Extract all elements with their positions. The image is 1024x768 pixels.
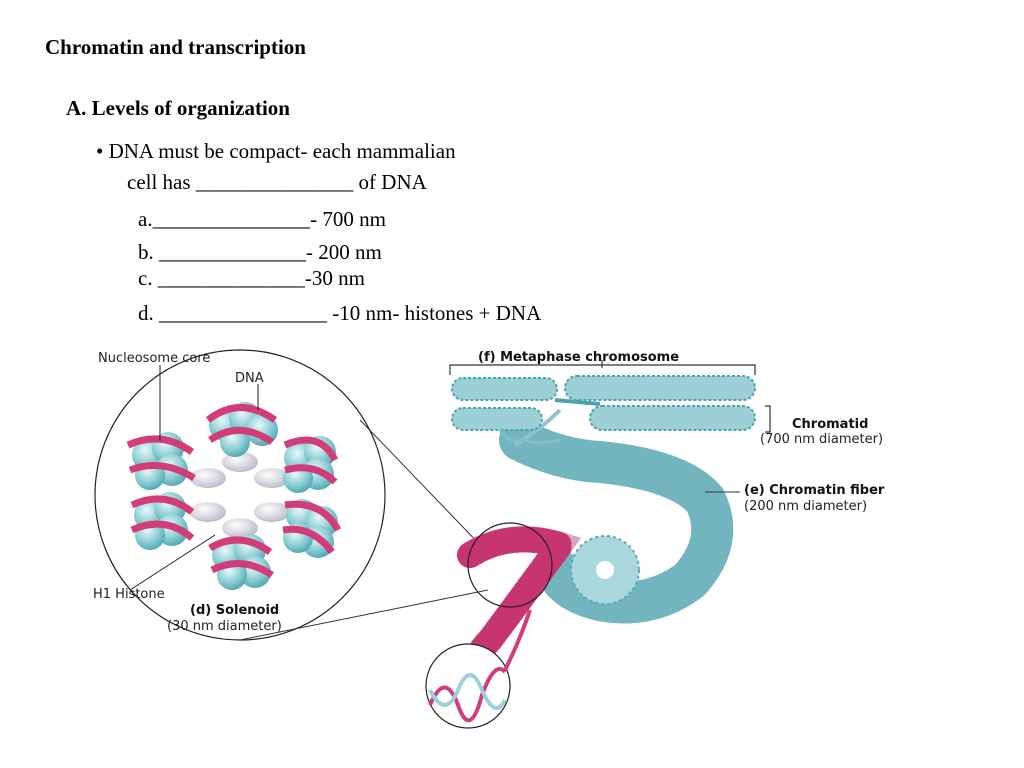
label-solenoid-diameter: (30 nm diameter) [167, 619, 282, 634]
nucleosome-top [205, 402, 278, 457]
label-nucleosome-core: Nucleosome core [98, 351, 210, 366]
bullet-line-1: • DNA must be compact- each mammalian [96, 139, 456, 163]
item-a: a._______________- 700 nm [138, 207, 386, 231]
nucleosome-upper-left [126, 432, 196, 490]
label-fiber-diameter: (200 nm diameter) [744, 499, 867, 514]
dna-helix [425, 609, 532, 729]
item-b: b. ______________- 200 nm [138, 240, 382, 264]
label-dna: DNA [235, 371, 264, 386]
linker-dna-ring [190, 452, 290, 538]
label-chromatid: Chromatid [792, 417, 868, 432]
item-c: c. ______________-30 nm [138, 266, 365, 290]
section-heading: A. Levels of organization [66, 96, 290, 120]
label-solenoid: (d) Solenoid [190, 603, 279, 618]
nucleosome-lower-right [282, 499, 342, 558]
label-chromatin-fiber: (e) Chromatin fiber [744, 483, 885, 498]
nucleosome-upper-right [283, 436, 339, 493]
metaphase-chromosome [449, 360, 771, 493]
nucleosome-bottom [208, 534, 274, 590]
item-d: d. ________________ -10 nm- histones + D… [138, 301, 542, 325]
nucleosome-lower-left [130, 492, 195, 550]
slide-title: Chromatin and transcription [45, 35, 306, 59]
label-chromatid-diameter: (700 nm diameter) [760, 432, 883, 447]
label-h1-histone: H1 Histone [93, 587, 165, 602]
label-metaphase: (f) Metaphase chromosome [478, 350, 679, 365]
chromatin-fiber [499, 408, 734, 624]
solenoid-diagram [94, 349, 386, 641]
bullet-line-2: cell has _______________ of DNA [127, 170, 427, 194]
